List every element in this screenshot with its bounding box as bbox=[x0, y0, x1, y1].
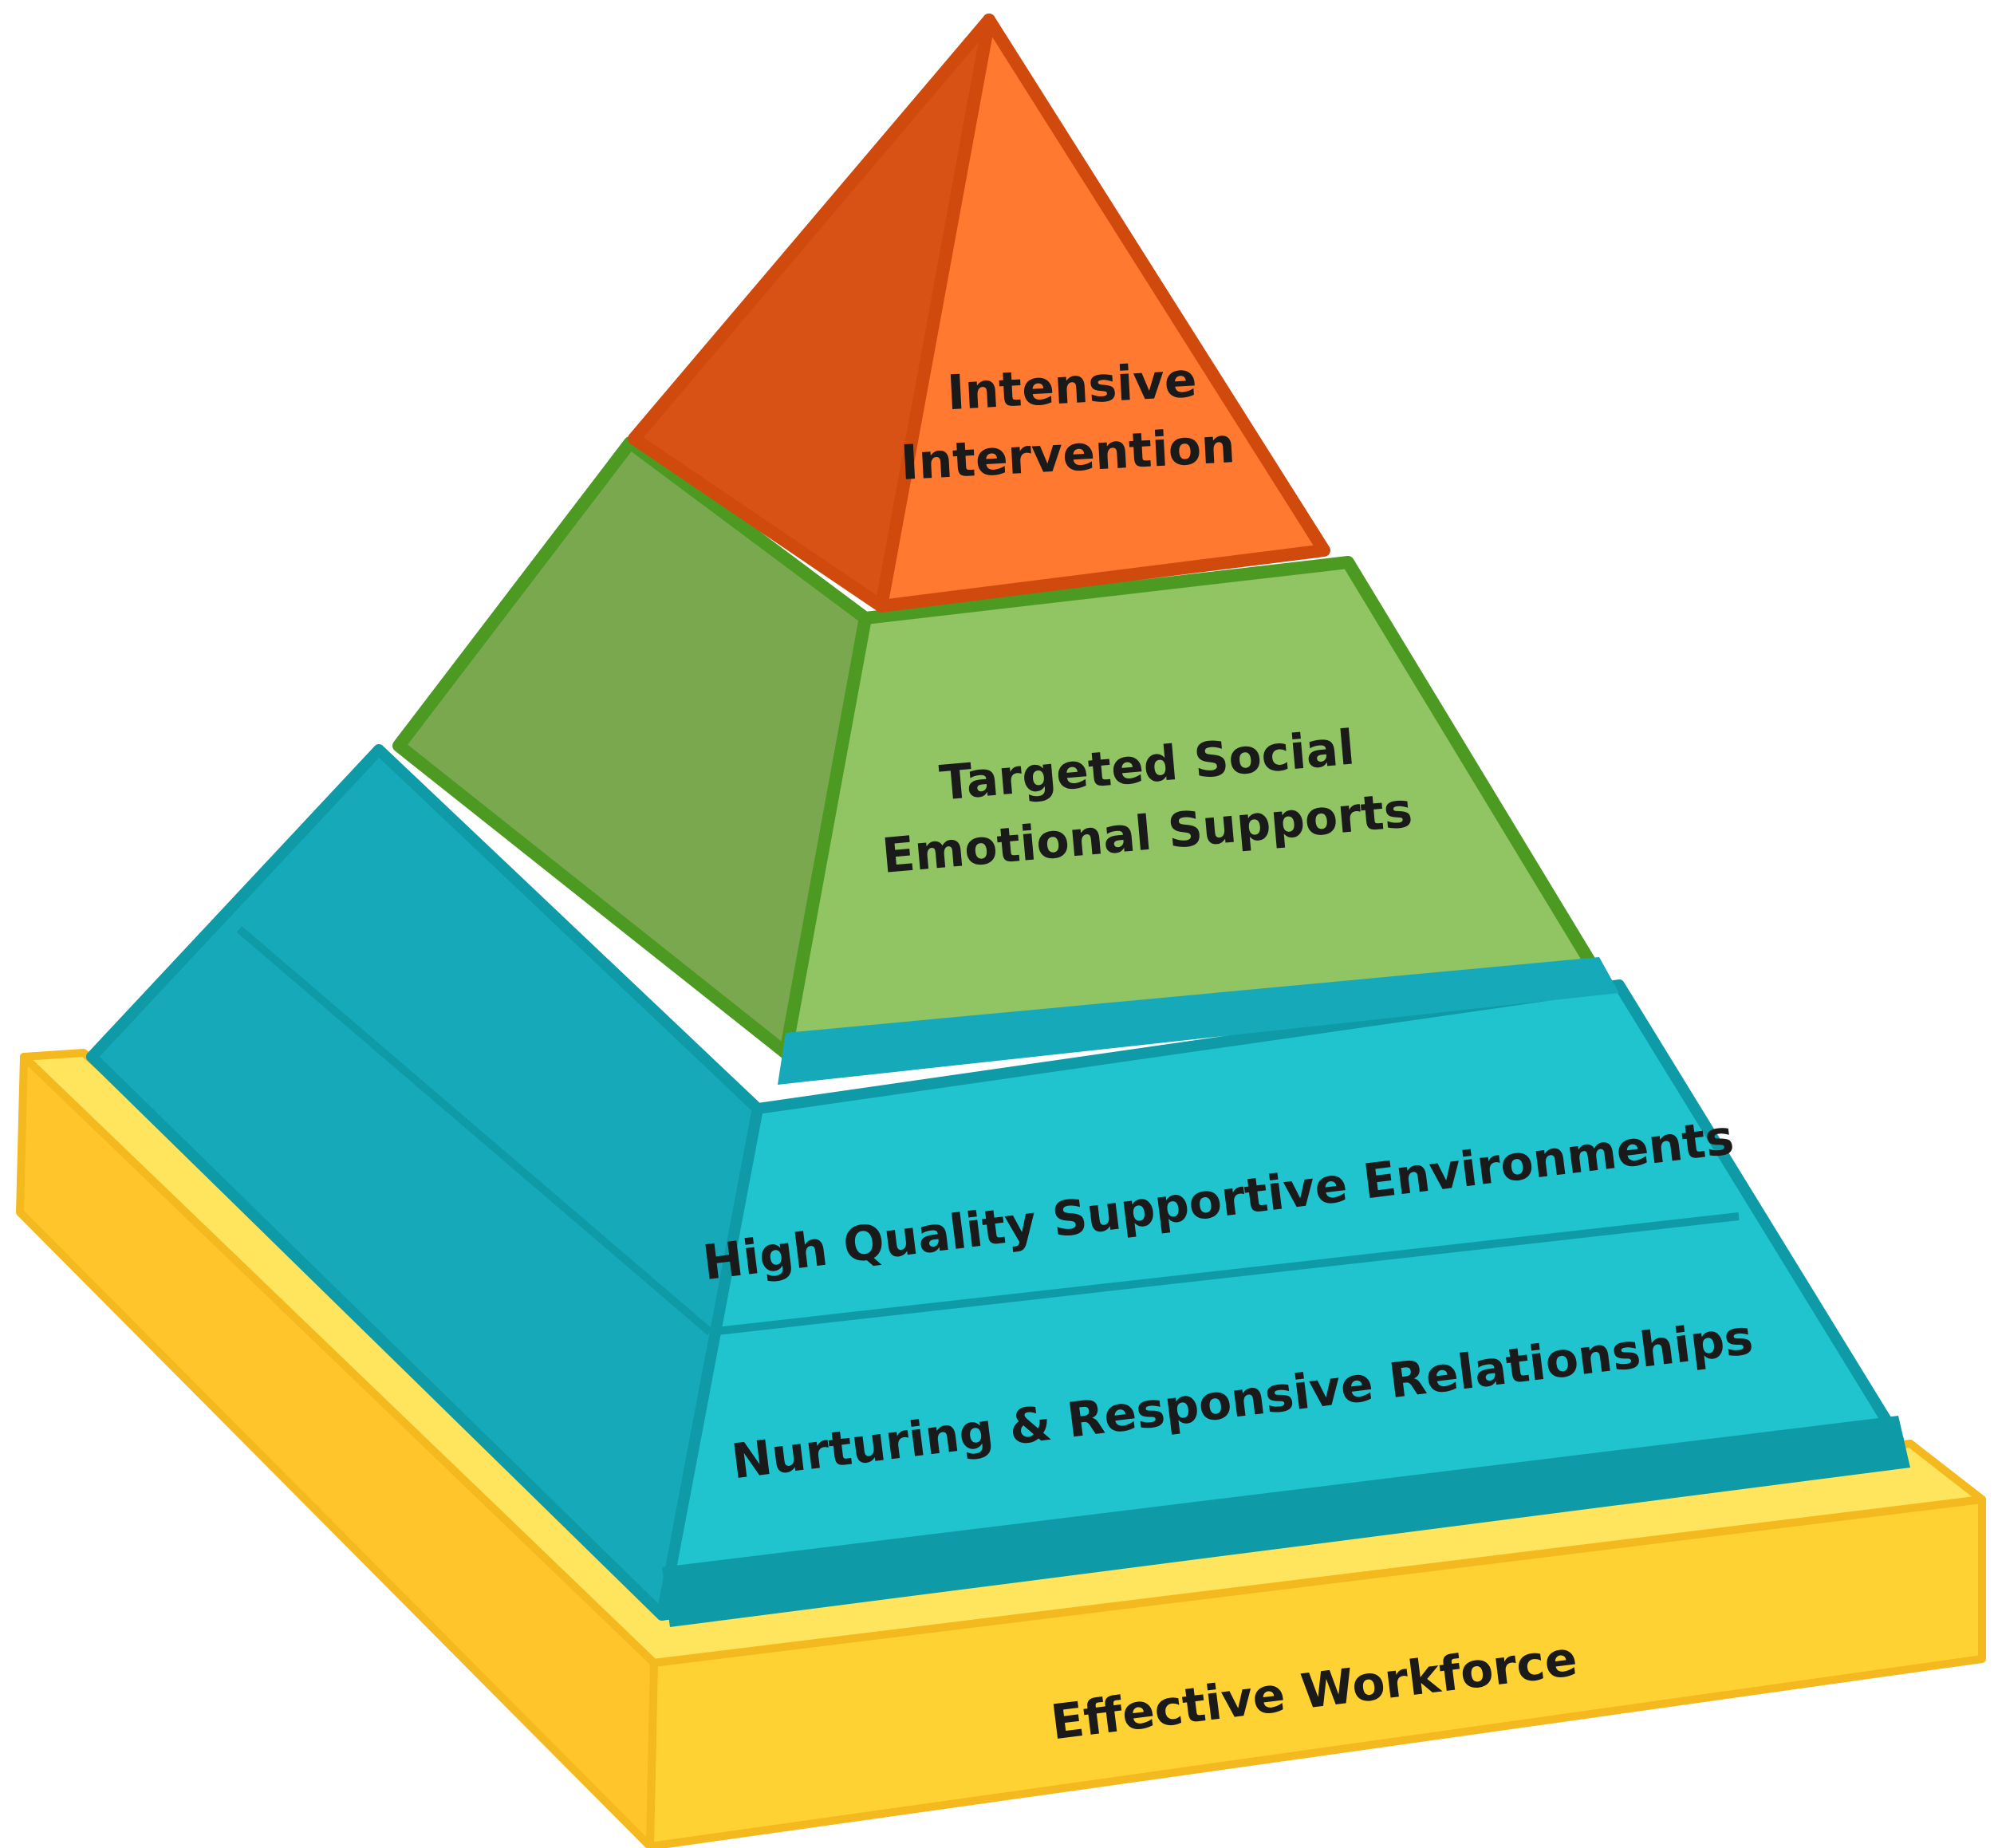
foundation-divider-front bbox=[709, 1212, 1740, 1336]
intensive-corner-edge bbox=[877, 19, 993, 607]
foundation-divider-left bbox=[236, 926, 713, 1335]
tier-targeted-supports: Targeted Social Emotional Supports bbox=[392, 436, 1619, 1085]
tier-intensive-intervention: Intensive Intervention bbox=[628, 14, 1330, 613]
foundation-bottom-rim bbox=[662, 1416, 1910, 1627]
workforce-inner-edge bbox=[647, 1662, 657, 1847]
foundation-corner-edge bbox=[658, 1108, 762, 1616]
intensive-label-line1: Intensive bbox=[946, 353, 1198, 421]
targeted-corner-edge bbox=[782, 617, 869, 1054]
tier-foundation: High Quality Supportive Environments Nur… bbox=[86, 744, 1910, 1627]
targeted-bottom-rim bbox=[778, 957, 1619, 1085]
